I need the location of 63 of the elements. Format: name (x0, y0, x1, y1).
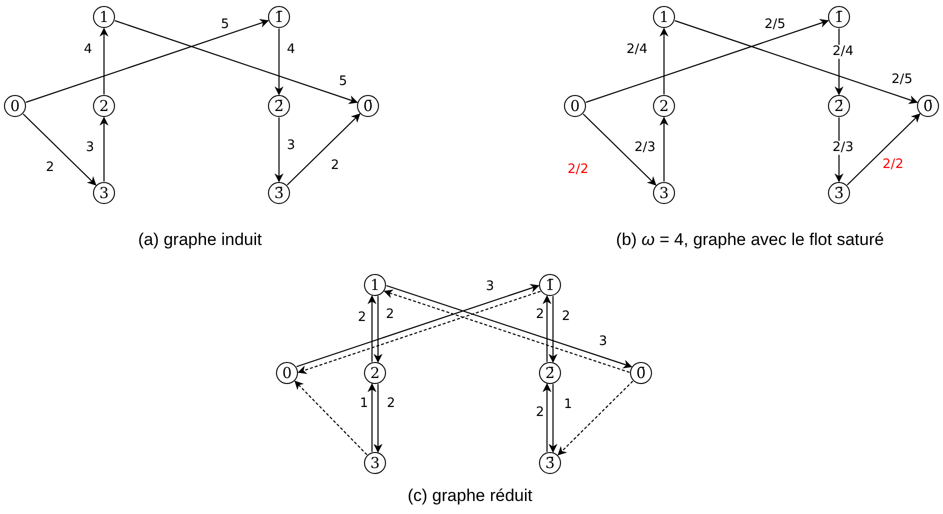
vertex-circle: 2̄ (268, 95, 290, 117)
arrow (660, 116, 668, 182)
vertex-circle: 2̄ (828, 95, 850, 117)
edge-label: 2/2 (566, 162, 590, 178)
arrow (674, 20, 918, 104)
vertex-circle: 1 (653, 6, 675, 28)
vertex-circle: 3̄ (539, 452, 561, 474)
vertex-circle: 3̄ (268, 182, 290, 204)
dashed-arrow (294, 380, 368, 456)
arrow (542, 295, 552, 362)
vertex-circle: 0 (564, 95, 586, 117)
arrow (368, 383, 376, 452)
vertex-circle: 0 (276, 362, 298, 384)
arrow (374, 384, 382, 453)
vertex-circle: 1̄ (828, 6, 850, 28)
vertex-circle: 0̄ (357, 95, 379, 117)
arrow (274, 28, 284, 96)
arrow (374, 296, 382, 363)
edge-label: 2/5 (764, 18, 786, 32)
vertex-circle: 3̄ (828, 182, 850, 204)
vertex-circle: 0 (4, 95, 26, 117)
arrow (582, 114, 656, 186)
vertex-circle: 1 (93, 6, 115, 28)
vertex-circle: 2 (653, 95, 675, 117)
arrow (286, 113, 360, 186)
vertex-circle: 3 (93, 182, 115, 204)
edge-label: 2/4 (626, 42, 648, 58)
arrow (22, 114, 96, 186)
edge-label: 2/3 (634, 140, 656, 156)
arrow (548, 296, 558, 363)
arrow (660, 28, 668, 94)
vertex-circle: 3 (364, 452, 386, 474)
vertex-circle: 0̄ (630, 362, 652, 384)
arrow (368, 295, 376, 362)
edge-label: 2/2 (882, 158, 904, 172)
arrow (100, 116, 108, 182)
panel-caption: (b) ω = 4, graphe avec le flot saturé (616, 230, 884, 250)
vertex-circle: 2̄ (539, 362, 561, 384)
vertex-circle: 2 (93, 95, 115, 117)
dashed-arrow (558, 380, 634, 456)
arrow (846, 113, 920, 186)
vertex-circle: 3 (653, 182, 675, 204)
vertex-circle: 2 (364, 362, 386, 384)
vertex-circle: 1̄ (268, 6, 290, 28)
arrow (834, 118, 844, 182)
arrow (100, 28, 108, 94)
edge-label: 2/3 (832, 140, 854, 156)
panel-caption: (c) graphe réduit (408, 486, 532, 506)
vertex-circle: 1 (364, 274, 386, 296)
edge-label: 2/5 (890, 72, 914, 88)
arrow (296, 284, 540, 368)
vertex-circle: 1̄ (539, 274, 561, 296)
edge-label: 2/4 (832, 44, 854, 60)
arrow (834, 28, 844, 96)
arrow (586, 19, 829, 103)
arrow (548, 384, 558, 453)
arrow (114, 20, 358, 104)
arrow (274, 118, 284, 182)
panel-caption: (a) graphe induit (138, 230, 262, 250)
arrow (542, 383, 552, 452)
arrow (26, 19, 269, 103)
vertex-circle: 0̄ (917, 95, 939, 117)
dashed-arrow (298, 290, 541, 374)
